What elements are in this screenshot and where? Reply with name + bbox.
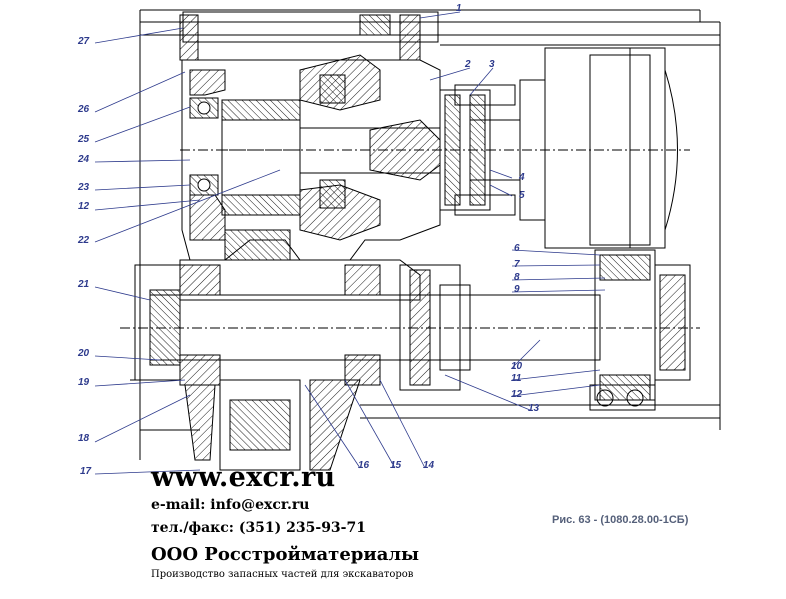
watermark-tagline: Производство запасных частей для экскава… xyxy=(151,569,414,580)
callout-7: 7 xyxy=(514,259,520,270)
input-shaft-assembly xyxy=(180,84,690,216)
figure-caption: Рис. 63 - (1080.28.00-1СБ) xyxy=(552,514,689,526)
callout-17: 17 xyxy=(80,466,92,477)
electric-motor xyxy=(519,47,678,249)
callout-26: 26 xyxy=(78,104,90,115)
callout-12-upper: 12 xyxy=(78,201,90,212)
watermark-site: www.excr.ru xyxy=(151,462,336,493)
output-shaft xyxy=(120,249,700,411)
callout-21: 21 xyxy=(78,279,90,290)
callout-3: 3 xyxy=(489,59,495,70)
callout-6: 6 xyxy=(514,243,520,254)
callout-10: 10 xyxy=(511,361,523,372)
upper-bearings xyxy=(189,14,391,209)
callout-8: 8 xyxy=(514,272,520,283)
upper-gear xyxy=(221,99,301,216)
callout-13: 13 xyxy=(528,403,540,414)
callout-20: 20 xyxy=(78,348,90,359)
frame-lines xyxy=(130,9,721,460)
watermark-email: e-mail: info@excr.ru xyxy=(151,497,310,513)
callout-2: 2 xyxy=(465,59,471,70)
callout-5: 5 xyxy=(519,190,525,201)
callout-18: 18 xyxy=(78,433,90,444)
callout-22: 22 xyxy=(78,235,90,246)
callout-16: 16 xyxy=(358,460,370,471)
callout-4: 4 xyxy=(519,172,525,183)
callout-9: 9 xyxy=(514,284,520,295)
callout-24: 24 xyxy=(78,154,90,165)
callout-12-lower: 12 xyxy=(511,389,523,400)
callout-15: 15 xyxy=(390,460,402,471)
callout-14: 14 xyxy=(423,460,435,471)
callout-27: 27 xyxy=(78,36,90,47)
leader-lines xyxy=(94,11,606,475)
callout-23: 23 xyxy=(78,182,90,193)
lower-gearbox-housing xyxy=(179,229,421,471)
callout-19: 19 xyxy=(78,377,90,388)
watermark-phone: тел./факс: (351) 235-93-71 xyxy=(151,520,366,536)
callout-11: 11 xyxy=(511,373,522,384)
callout-25: 25 xyxy=(78,134,90,145)
callout-1: 1 xyxy=(456,3,462,14)
watermark-company: ООО Росстройматериалы xyxy=(151,544,420,565)
